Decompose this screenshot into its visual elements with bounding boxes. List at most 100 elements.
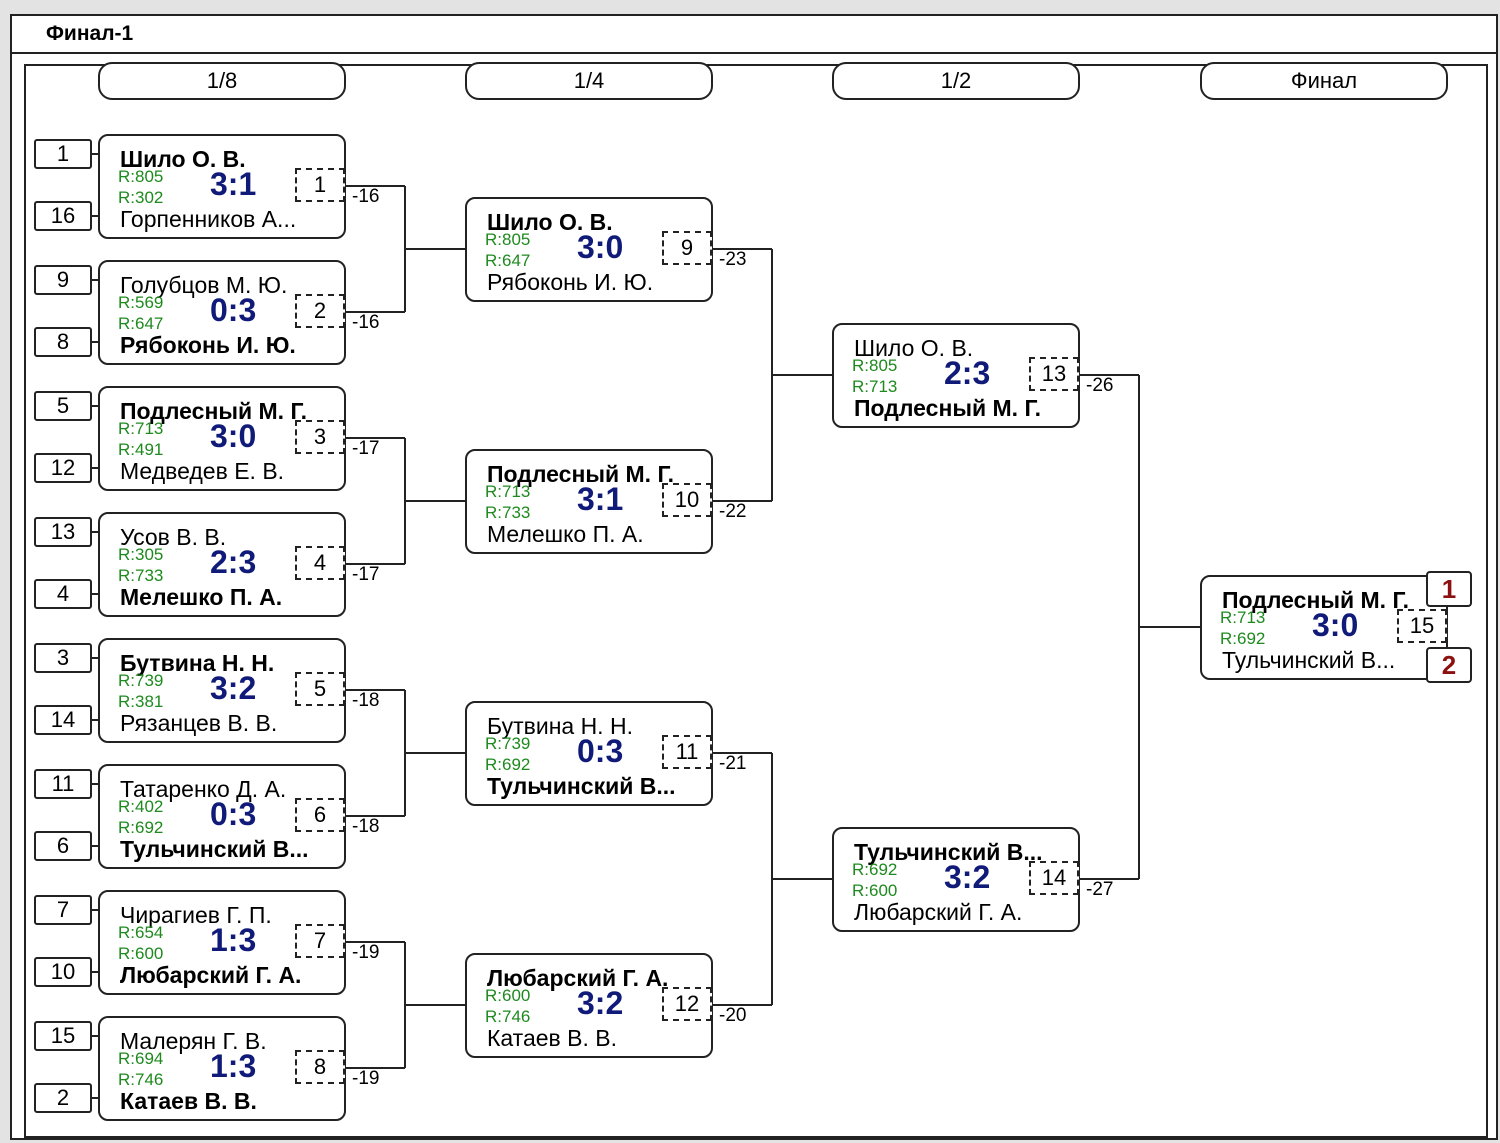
player-2-rating: R:600 (852, 881, 898, 900)
loser-destination: -16 (352, 312, 380, 333)
player-1-rating: R:805 (118, 167, 164, 186)
stage-header: 1/2 (832, 62, 1080, 100)
match-score: 0:3 (577, 733, 624, 769)
match-score: 1:3 (210, 1048, 257, 1084)
player-2-rating: R:692 (1220, 629, 1266, 648)
stage-header: 1/4 (465, 62, 713, 100)
match-number: 1 (295, 168, 345, 202)
match-number: 12 (662, 987, 712, 1021)
loser-destination: -23 (719, 249, 747, 270)
seed-number: 13 (34, 517, 92, 547)
player-2-name: Медведев Е. В. (120, 458, 285, 484)
player-1-name: Подлесный М. Г. (487, 461, 675, 487)
player-2-rating: R:647 (485, 251, 531, 270)
match-number: 4 (295, 546, 345, 580)
match-score: 2:3 (210, 544, 257, 580)
player-2-rating: R:302 (118, 188, 164, 207)
seed-number: 16 (34, 201, 92, 231)
loser-destination: -27 (1086, 879, 1114, 900)
match-score: 3:2 (577, 985, 624, 1021)
player-1-name: Любарский Г. А. (487, 965, 669, 991)
player-2-rating: R:647 (118, 314, 164, 333)
match-number: 6 (295, 798, 345, 832)
player-1-rating: R:600 (485, 986, 531, 1005)
seed-number: 9 (34, 265, 92, 295)
player-2-name: Катаев В. В. (487, 1025, 618, 1051)
player-1-name: Подлесный М. Г. (120, 398, 308, 424)
player-2-name: Рябоконь И. Ю. (487, 269, 654, 295)
seed-number: 5 (34, 391, 92, 421)
place-badge: 1 (1426, 571, 1472, 607)
match-score: 3:2 (210, 670, 257, 706)
player-1-rating: R:569 (118, 293, 164, 312)
player-1-rating: R:713 (118, 419, 164, 438)
player-2-name: Мелешко П. А. (120, 584, 283, 610)
player-1-name: Шило О. В. (854, 335, 974, 361)
seed-number: 14 (34, 705, 92, 735)
player-1-rating: R:654 (118, 923, 164, 942)
player-1-name: Татаренко Д. А. (120, 776, 287, 802)
loser-destination: -17 (352, 564, 380, 585)
player-1-name: Бутвина Н. Н. (120, 650, 275, 676)
seed-number: 4 (34, 579, 92, 609)
match-number: 2 (295, 294, 345, 328)
seed-number: 6 (34, 831, 92, 861)
match-number: 10 (662, 483, 712, 517)
player-2-rating: R:746 (118, 1070, 164, 1089)
player-2-name: Катаев В. В. (120, 1088, 257, 1114)
player-2-rating: R:713 (852, 377, 898, 396)
player-1-rating: R:739 (118, 671, 164, 690)
match-score: 2:3 (944, 355, 991, 391)
loser-destination: -19 (352, 1068, 380, 1089)
player-2-rating: R:692 (485, 755, 531, 774)
player-2-rating: R:692 (118, 818, 164, 837)
loser-destination: -18 (352, 690, 380, 711)
player-2-name: Тульчинский В... (120, 836, 309, 862)
title-bar: Финал-1 (12, 16, 1496, 54)
seed-number: 10 (34, 957, 92, 987)
match-score: 3:0 (210, 418, 257, 454)
seed-number: 12 (34, 453, 92, 483)
match-score: 3:0 (1312, 607, 1359, 643)
player-2-name: Рязанцев В. В. (120, 710, 278, 736)
match-number: 13 (1029, 357, 1079, 391)
player-2-name: Тульчинский В... (1222, 647, 1396, 673)
player-1-name: Голубцов М. Ю. (120, 272, 288, 298)
seed-number: 2 (34, 1083, 92, 1113)
loser-destination: -19 (352, 942, 380, 963)
loser-destination: -16 (352, 186, 380, 207)
player-2-name: Тульчинский В... (487, 773, 676, 799)
player-2-name: Любарский Г. А. (120, 962, 302, 988)
seed-number: 3 (34, 643, 92, 673)
seed-number: 7 (34, 895, 92, 925)
player-1-name: Чирагиев Г. П. (120, 902, 272, 928)
player-2-rating: R:381 (118, 692, 164, 711)
loser-destination: -20 (719, 1005, 747, 1026)
stage-header: 1/8 (98, 62, 346, 100)
player-2-rating: R:733 (485, 503, 531, 522)
player-1-name: Шило О. В. (120, 146, 246, 172)
player-1-name: Бутвина Н. Н. (487, 713, 633, 739)
match-score: 1:3 (210, 922, 257, 958)
loser-destination: -21 (719, 753, 747, 774)
player-2-name: Мелешко П. А. (487, 521, 644, 547)
player-1-name: Подлесный М. Г. (1222, 587, 1410, 613)
player-1-name: Шило О. В. (487, 209, 613, 235)
player-1-rating: R:713 (1220, 608, 1266, 627)
